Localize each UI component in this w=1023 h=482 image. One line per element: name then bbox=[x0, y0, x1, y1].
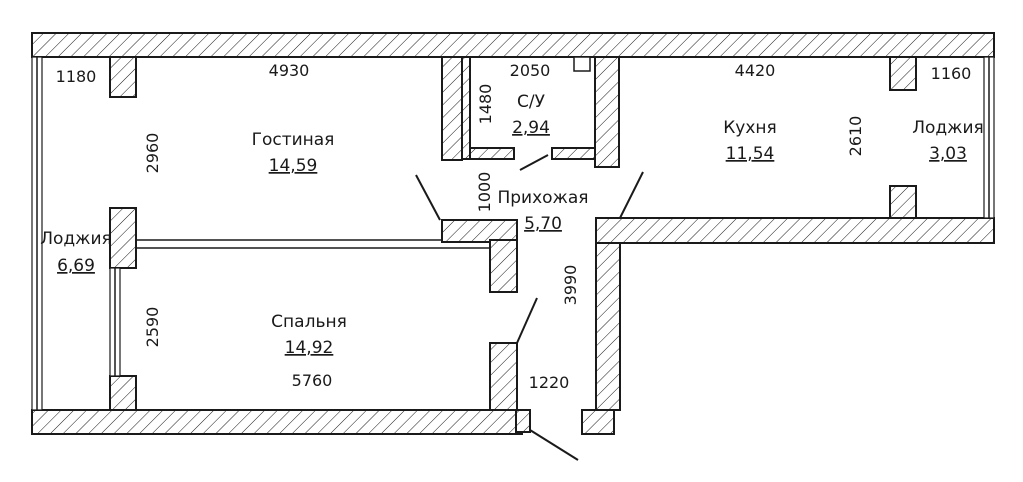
kitchen-bottom-wall bbox=[595, 217, 995, 244]
bottom-wall-left bbox=[31, 409, 523, 435]
entrance-jamb bbox=[515, 409, 531, 433]
top-wall bbox=[31, 32, 995, 58]
dim-bathroom-width: 2050 bbox=[510, 61, 551, 80]
room-area-hallway: 5,70 bbox=[524, 214, 562, 234]
bedroom-right-wall bbox=[489, 342, 518, 411]
living-right-wall bbox=[441, 56, 463, 161]
room-area-kitchen: 11,54 bbox=[726, 144, 775, 164]
dim-hallway-length: 3990 bbox=[561, 265, 580, 306]
room-area-bathroom: 2,94 bbox=[512, 118, 550, 138]
dim-kitchen-width: 4420 bbox=[735, 61, 776, 80]
dim-entrance-width: 1220 bbox=[529, 373, 570, 392]
bathroom-door bbox=[519, 154, 549, 171]
room-area-loggia-right: 3,03 bbox=[929, 144, 967, 164]
dim-loggia-left-width: 1180 bbox=[56, 67, 97, 86]
hallway-left-wall bbox=[489, 239, 518, 293]
interior-walls bbox=[109, 56, 917, 433]
doors bbox=[415, 56, 644, 461]
room-name-bathroom: С/У bbox=[517, 92, 546, 112]
hallway-right-wall bbox=[595, 217, 621, 411]
wall-stub-loggia-left bbox=[109, 56, 137, 98]
windows bbox=[31, 56, 995, 411]
entrance-door bbox=[529, 429, 579, 461]
room-labels: Гостиная 14,59 С/У 2,94 Кухня 11,54 Лодж… bbox=[40, 92, 984, 358]
bathroom-right-wall bbox=[594, 56, 620, 168]
room-name-bedroom: Спальня bbox=[271, 312, 347, 332]
room-name-living: Гостиная bbox=[252, 130, 335, 150]
dim-bathroom-depth: 1480 bbox=[476, 84, 495, 125]
bedroom-door bbox=[516, 297, 538, 344]
room-name-loggia-right: Лоджия bbox=[912, 118, 984, 138]
dim-loggia-right-width: 1160 bbox=[931, 64, 972, 83]
exterior-walls bbox=[31, 32, 995, 435]
bathroom-bottom-wall-right bbox=[551, 147, 596, 160]
wall-stub-loggia-right-top bbox=[889, 56, 917, 91]
dim-kitchen-depth: 2610 bbox=[846, 116, 865, 157]
wall-stub-loggia-bottom bbox=[109, 375, 137, 411]
room-name-loggia-left: Лоджия bbox=[40, 229, 112, 249]
ventilation-shaft bbox=[573, 56, 591, 72]
bathroom-left-wall bbox=[461, 56, 471, 160]
room-area-loggia-left: 6,69 bbox=[57, 256, 95, 276]
wall-stub-loggia-mid bbox=[109, 207, 137, 269]
living-bedroom-partition bbox=[136, 239, 490, 249]
dim-living-depth: 2960 bbox=[143, 133, 162, 174]
dimension-labels: 1180 4930 2050 4420 1160 1220 5760 2960 … bbox=[56, 61, 972, 392]
bathroom-bottom-wall-left bbox=[469, 147, 515, 160]
wall-stub-loggia-right-bottom bbox=[889, 185, 917, 219]
kitchen-door bbox=[619, 171, 644, 219]
dim-hallway-passage: 1000 bbox=[475, 172, 494, 213]
hallway-nib-wall bbox=[441, 219, 518, 243]
room-name-hallway: Прихожая bbox=[497, 188, 588, 208]
dim-bedroom-depth: 2590 bbox=[143, 307, 162, 348]
dim-living-width: 4930 bbox=[269, 61, 310, 80]
room-area-living: 14,59 bbox=[269, 156, 318, 176]
room-name-kitchen: Кухня bbox=[723, 118, 777, 138]
bottom-wall-entrance bbox=[581, 409, 615, 435]
room-area-bedroom: 14,92 bbox=[285, 338, 334, 358]
living-door bbox=[415, 174, 441, 221]
dim-bedroom-width: 5760 bbox=[292, 371, 333, 390]
